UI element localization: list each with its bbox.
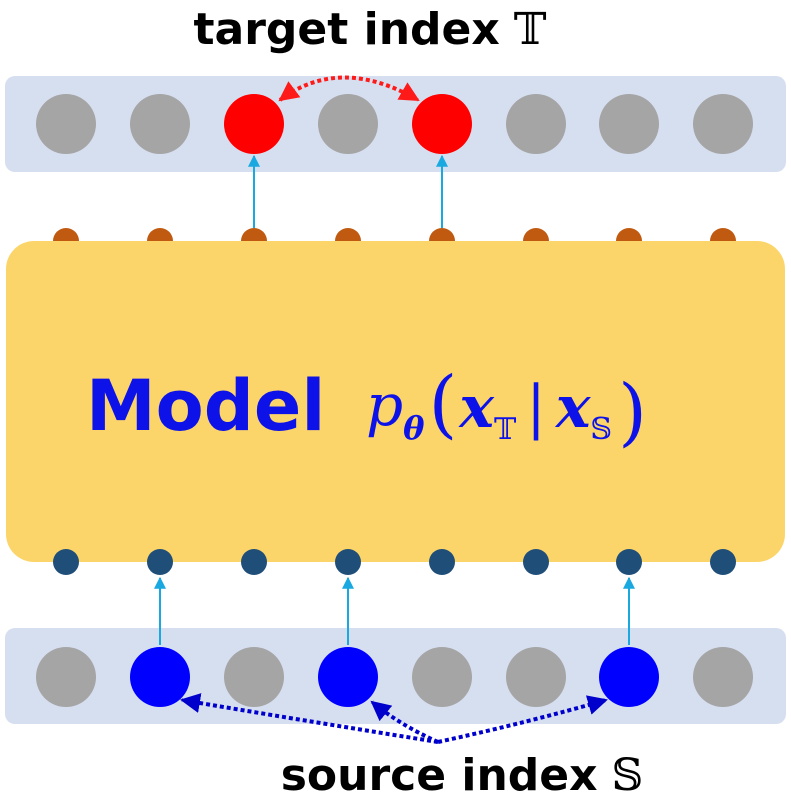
source-arrow-3 [437,695,608,744]
target-node [36,94,96,154]
source-node [224,647,284,707]
input-ports [53,549,736,575]
target-node [130,94,190,154]
source-node-selected [318,647,378,707]
source-node [412,647,472,707]
source-arrow-1 [180,693,439,744]
target-node-selected [412,94,472,154]
source-nodes [36,647,753,707]
source-arrow-2 [370,700,439,744]
flow-arrows [154,154,635,645]
source-node [693,647,753,707]
input-port [616,549,642,575]
input-port [241,549,267,575]
target-row [5,76,786,172]
source-row [5,628,786,724]
target-nodes [36,94,753,154]
input-port [335,549,361,575]
target-node-selected [224,94,284,154]
target-node [693,94,753,154]
source-node [36,647,96,707]
target-node [318,94,378,154]
source-node-selected [130,647,190,707]
model-box [6,241,785,562]
model-label: Model [86,365,325,447]
input-port [523,549,549,575]
target-node [599,94,659,154]
source-relation-arrows [180,693,608,744]
input-port [147,549,173,575]
target-node [506,94,566,154]
input-port [429,549,455,575]
source-node-selected [599,647,659,707]
source-node [506,647,566,707]
input-port [53,549,79,575]
model-formula: pθ(x𝕋|x𝕊) [366,361,647,455]
target-relation-arrow [278,75,420,102]
input-port [710,549,736,575]
